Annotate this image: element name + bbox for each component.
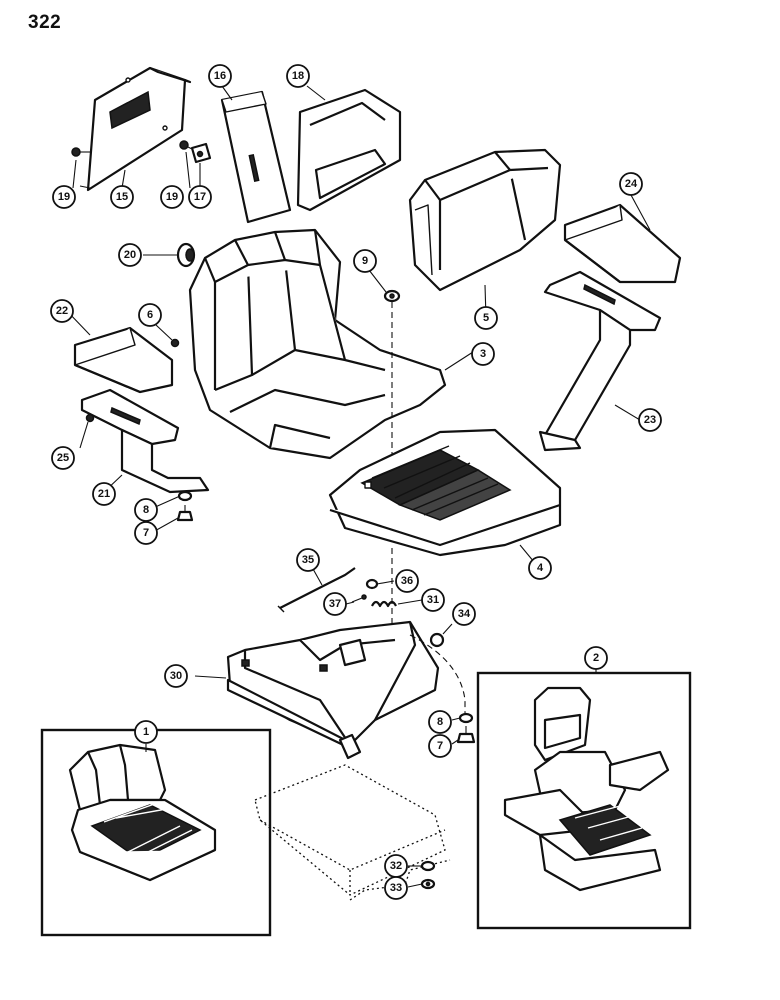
svg-text:20: 20 — [124, 249, 136, 261]
bolt-part — [155, 324, 180, 348]
washer-part — [177, 490, 193, 502]
seat-base-frame-part — [194, 620, 440, 760]
support-platform-outline — [254, 764, 451, 901]
nut-part — [420, 878, 436, 890]
inset-assembly-deluxe-seat — [476, 671, 692, 930]
callout-8: 8 — [134, 498, 158, 522]
svg-text:7: 7 — [437, 740, 443, 752]
svg-text:1: 1 — [143, 726, 149, 738]
svg-text:9: 9 — [362, 255, 368, 267]
right-armrest-bracket-part — [538, 270, 662, 452]
left-armrest-pad-part — [73, 326, 174, 394]
washer-part — [420, 860, 436, 872]
clip-part — [190, 142, 212, 164]
seat-pan-shell-part — [188, 228, 447, 460]
bolt-part — [456, 726, 476, 744]
callout-18: 18 — [286, 64, 310, 88]
callout-15: 15 — [110, 185, 134, 209]
callout-4: 4 — [528, 556, 552, 580]
callout-22: 22 — [50, 299, 74, 323]
svg-text:8: 8 — [437, 716, 443, 728]
right-armrest-pad-part — [563, 203, 682, 284]
svg-text:21: 21 — [98, 488, 110, 500]
callout-34: 34 — [452, 602, 476, 626]
svg-text:31: 31 — [427, 594, 439, 606]
svg-text:7: 7 — [143, 527, 149, 539]
svg-text:25: 25 — [57, 452, 69, 464]
callout-19: 19 — [52, 185, 76, 209]
seat-cushion-part — [328, 428, 562, 557]
callout-19: 19 — [160, 185, 184, 209]
callout-25: 25 — [51, 446, 75, 470]
callout-5: 5 — [474, 306, 498, 330]
back-plate-part — [220, 90, 292, 224]
callout-2: 2 — [584, 646, 608, 670]
svg-text:17: 17 — [194, 191, 206, 203]
screw-part — [79, 413, 95, 449]
page-number: 322 — [28, 12, 62, 33]
callout-21: 21 — [92, 482, 116, 506]
nut-part — [383, 289, 401, 303]
screw-part — [71, 147, 92, 157]
svg-text:5: 5 — [483, 312, 489, 324]
callout-3: 3 — [471, 342, 495, 366]
rod-part — [277, 567, 356, 613]
callout-8: 8 — [428, 710, 452, 734]
svg-text:19: 19 — [166, 191, 178, 203]
callout-37: 37 — [323, 592, 347, 616]
upper-back-shell-part — [296, 88, 402, 212]
callout-24: 24 — [619, 172, 643, 196]
svg-text:35: 35 — [302, 554, 314, 566]
svg-text:30: 30 — [170, 670, 182, 682]
callout-7: 7 — [134, 521, 158, 545]
spring-part — [371, 600, 397, 608]
callout-36: 36 — [395, 569, 419, 593]
pin-part — [351, 594, 367, 603]
svg-text:32: 32 — [390, 860, 402, 872]
svg-text:4: 4 — [537, 562, 544, 574]
svg-text:15: 15 — [116, 191, 128, 203]
callout-30: 30 — [164, 664, 188, 688]
callout-16: 16 — [208, 64, 232, 88]
left-armrest-bracket-part — [80, 388, 210, 494]
callout-7: 7 — [428, 734, 452, 758]
svg-text:23: 23 — [644, 414, 656, 426]
callout-9: 9 — [353, 249, 377, 273]
svg-text:16: 16 — [214, 70, 226, 82]
svg-text:19: 19 — [58, 191, 70, 203]
callout-17: 17 — [188, 185, 212, 209]
callout-23: 23 — [638, 408, 662, 432]
callout-20: 20 — [118, 243, 142, 267]
backrest-cushion-part — [408, 148, 562, 292]
svg-text:34: 34 — [458, 608, 471, 620]
svg-text:18: 18 — [292, 70, 304, 82]
adjustment-knob-part — [160, 242, 196, 268]
washer-part — [458, 712, 474, 724]
svg-text:37: 37 — [329, 598, 341, 610]
callout-33: 33 — [384, 876, 408, 900]
svg-text:6: 6 — [147, 309, 153, 321]
svg-text:36: 36 — [401, 575, 413, 587]
svg-text:24: 24 — [625, 178, 638, 190]
svg-text:8: 8 — [143, 504, 149, 516]
svg-text:2: 2 — [593, 652, 599, 664]
callout-35: 35 — [296, 548, 320, 572]
callout-31: 31 — [421, 588, 445, 612]
washer-part — [365, 578, 379, 590]
bolt-part — [176, 505, 194, 522]
svg-text:3: 3 — [480, 348, 486, 360]
svg-text:33: 33 — [390, 882, 402, 894]
callout-32: 32 — [384, 854, 408, 878]
back-cover-panel-part — [86, 66, 192, 192]
callout-6: 6 — [138, 303, 162, 327]
callout-1: 1 — [134, 720, 158, 744]
plug-part — [429, 623, 453, 648]
svg-text:22: 22 — [56, 305, 68, 317]
inset-assembly-standard-seat — [40, 728, 272, 937]
